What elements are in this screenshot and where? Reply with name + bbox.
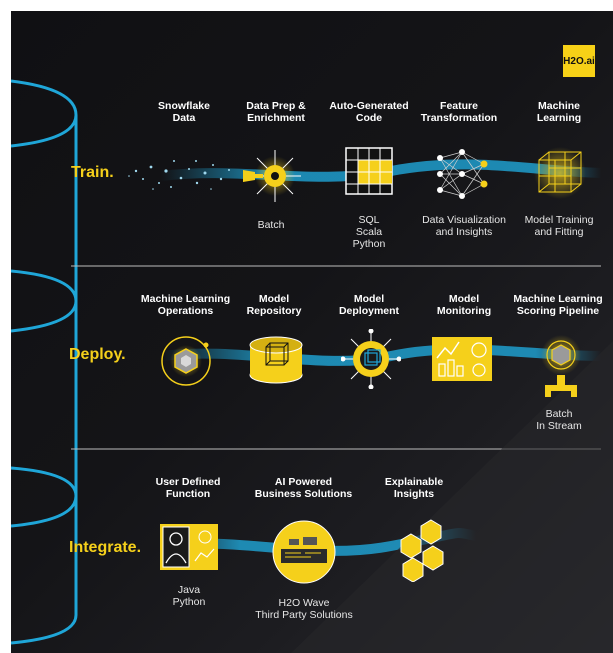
user-defined-function-icon — [160, 524, 218, 570]
integrate-stage-2-sub: H2O Wave Third Party Solutions — [255, 597, 353, 621]
train-stage-4-title: Feature Transformation — [420, 100, 498, 124]
neural-network-icon — [437, 149, 488, 199]
pipeline-canvas: H2O.ai Train. Snowflake Data Data Prep &… — [11, 11, 613, 653]
model-deployment-icon — [341, 329, 401, 389]
deploy-stage-2-title: Model Repository — [246, 293, 302, 317]
train-stage-3-sub: SQL Scala Python — [352, 214, 386, 250]
integrate-label: Integrate — [69, 539, 137, 556]
integrate-stage-1-title: User Defined Function — [155, 476, 221, 500]
deploy-label: Deploy — [69, 346, 122, 363]
explainable-insights-hexagon-icon — [400, 519, 444, 582]
data-prep-gear-icon — [243, 150, 301, 202]
train-stage-4-sub: Data Visualization and Insights — [422, 214, 506, 238]
train-dot: . — [109, 164, 114, 181]
snowflake-data-particles-icon — [128, 160, 230, 190]
deploy-stage-5-sub: Batch In Stream — [536, 408, 582, 432]
h2o-logo: H2O.ai — [563, 45, 595, 77]
train-stage-2-title: Data Prep & Enrichment — [246, 100, 306, 124]
train-stage-5-sub: Model Training and Fitting — [524, 214, 594, 238]
deploy-stage-4-title: Model Monitoring — [436, 293, 492, 317]
train-row-title: Train. — [71, 164, 114, 182]
deploy-stage-1-title: Machine Learning Operations — [140, 293, 231, 317]
scoring-pipeline-icon — [541, 335, 581, 397]
train-stage-3-title: Auto-Generated Code — [329, 100, 409, 124]
mlops-hexagon-icon — [161, 336, 211, 386]
ai-business-solutions-icon — [272, 520, 336, 584]
deploy-dot: . — [121, 346, 126, 363]
train-label: Train — [71, 164, 110, 181]
machine-learning-cube-icon — [534, 147, 586, 199]
deploy-stage-5-title: Machine Learning Scoring Pipeline — [513, 293, 603, 317]
model-repository-icon — [249, 336, 303, 384]
integrate-stage-1-sub: Java Python — [172, 584, 206, 608]
train-stage-1-title: Snowflake Data — [158, 100, 210, 124]
database-cylinder-icon — [11, 79, 78, 645]
integrate-row-title: Integrate. — [69, 539, 141, 557]
integrate-stage-2-title: AI Powered Business Solutions — [254, 476, 353, 500]
model-monitoring-dashboard-icon — [432, 337, 492, 381]
train-stage-2-sub: Batch — [257, 219, 285, 231]
train-stage-5-title: Machine Learning — [536, 100, 582, 124]
deploy-stage-3-title: Model Deployment — [338, 293, 400, 317]
deploy-row-title: Deploy. — [69, 346, 126, 364]
integrate-dot: . — [136, 539, 142, 556]
integrate-stage-3-title: Explainable Insights — [384, 476, 444, 500]
deploy-stream — [156, 344, 606, 366]
code-grid-icon — [345, 147, 393, 195]
